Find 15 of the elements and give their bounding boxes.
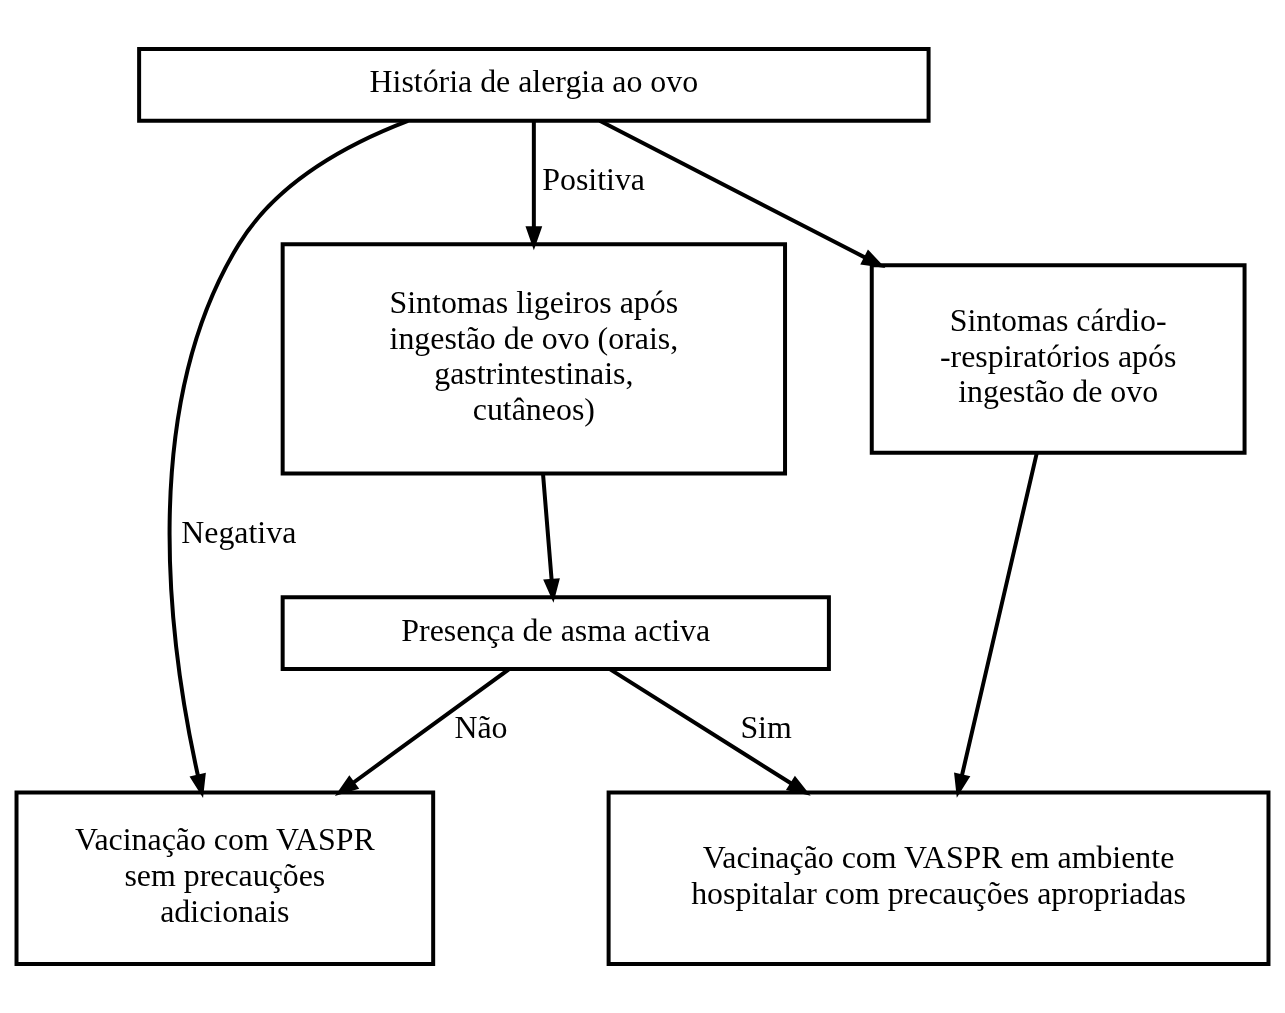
node-box: Sintomas cárdio- -respiratórios após ingestão de ovo: [869, 263, 1247, 455]
node-box: Vacinação com VASPR em ambiente hospitalar com precauções apropriadas: [606, 790, 1271, 967]
node-box: História de alergia ao ovo: [137, 46, 931, 123]
edge-label: Negativa: [181, 514, 297, 550]
edge-label: Sim: [740, 710, 792, 746]
arrow: [167, 119, 409, 799]
node-box: Presença de asma activa: [280, 595, 831, 671]
node-box: Vacinação com VASPR sem precauções adicionais: [14, 790, 436, 967]
node-box: Sintomas ligeiros após ingestão de ovo (orais, gastrintestinais, cutâneos): [280, 242, 788, 476]
arrow: [954, 452, 1039, 798]
edge-label: Não: [454, 710, 508, 746]
edge-label: Positiva: [542, 162, 646, 198]
arrow: [525, 121, 543, 251]
arrow: [541, 473, 560, 603]
arrow: [598, 119, 886, 268]
